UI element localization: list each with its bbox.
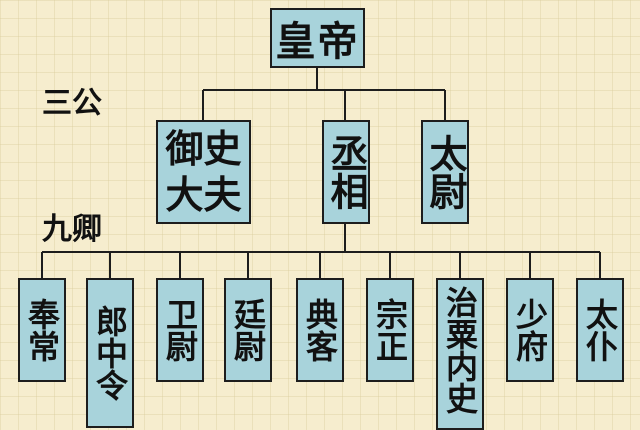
node-zongzheng: 宗正 (366, 278, 414, 382)
node-zongzheng-label: 宗正 (371, 298, 409, 362)
node-langzhongling-label: 郎中令 (91, 305, 129, 401)
node-taiwei: 太尉 (421, 120, 469, 224)
node-shaofu: 少府 (506, 278, 554, 382)
node-taipu: 太仆 (576, 278, 624, 382)
node-zhisuneishi: 治粟内史 (436, 278, 484, 430)
tier-label-nine-ministers: 九卿 (42, 212, 102, 247)
node-langzhongling: 郎中令 (86, 278, 134, 428)
node-yushi-dafu: 御史大夫 (156, 120, 251, 224)
node-fengchang-label: 奉常 (23, 298, 61, 362)
node-chengxiang: 丞相 (322, 120, 370, 224)
node-zhisuneishi-label: 治粟内史 (441, 286, 479, 414)
node-yushi-dafu-label: 御史大夫 (165, 127, 242, 217)
node-weiwei-label: 卫尉 (161, 298, 199, 362)
node-tingwei-label: 廷尉 (229, 298, 267, 362)
node-chengxiang-label: 丞相 (324, 134, 368, 210)
node-taiwei-label: 太尉 (423, 134, 467, 210)
node-taipu-label: 太仆 (581, 298, 619, 362)
node-dianke-label: 典客 (301, 298, 339, 362)
node-dianke: 典客 (296, 278, 344, 382)
node-fengchang: 奉常 (18, 278, 66, 382)
node-emperor-label: 皇帝 (275, 19, 360, 65)
node-tingwei: 廷尉 (224, 278, 272, 382)
node-emperor: 皇帝 (270, 8, 365, 68)
node-weiwei: 卫尉 (156, 278, 204, 382)
tier-label-three-dukes: 三公 (42, 86, 102, 121)
node-shaofu-label: 少府 (511, 298, 549, 362)
